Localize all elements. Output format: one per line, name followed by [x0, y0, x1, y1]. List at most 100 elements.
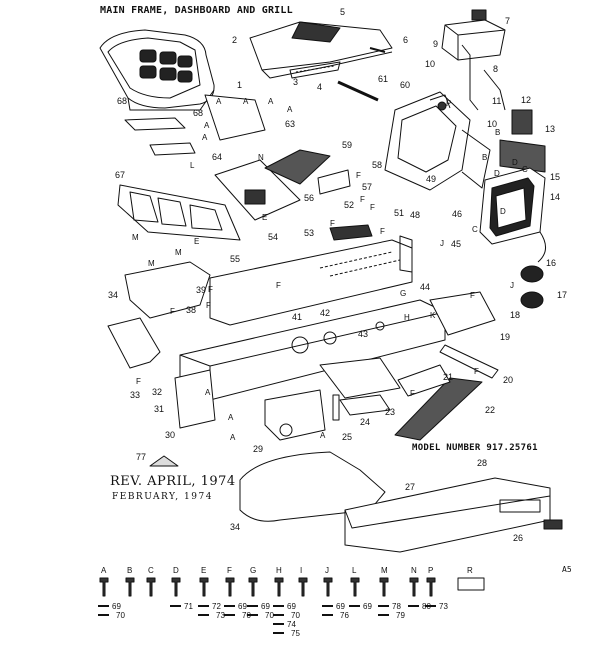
hardware-ref-N-80: 80 — [422, 602, 431, 611]
hardware-ref-E-72: 72 — [212, 602, 221, 611]
fuel-tank-drawing — [441, 9, 506, 111]
hardware-ref-M-79: 79 — [396, 611, 405, 620]
ref-letter-lG1: G — [400, 289, 406, 298]
callout-c6: 6 — [403, 35, 408, 45]
ref-letter-lP1: P — [446, 99, 451, 108]
ref-letter-lA1: A — [216, 97, 222, 106]
callout-c52: 52 — [344, 200, 354, 210]
callout-c63: 63 — [285, 119, 295, 129]
callout-c2: 2 — [232, 35, 237, 45]
callout-c12: 12 — [521, 95, 531, 105]
ref-letter-lJ1: J — [440, 239, 444, 248]
callout-c14: 14 — [550, 192, 560, 202]
callout-c61: 61 — [378, 74, 388, 84]
hardware-bolt-M — [379, 577, 389, 597]
callout-c44: 44 — [420, 282, 430, 292]
floor-plates-drawing — [117, 94, 301, 241]
ref-letter-lA2: A — [243, 97, 249, 106]
callout-c11: 11 — [492, 96, 501, 106]
callout-c7: 7 — [505, 16, 510, 26]
dashboard-panel-drawing — [384, 91, 491, 191]
callout-c30: 30 — [165, 430, 175, 440]
ref-letter-lA3: A — [268, 97, 274, 106]
callout-c57: 57 — [362, 182, 372, 192]
sheet-code: A5 — [562, 565, 572, 574]
hardware-ref-G-70: 70 — [265, 611, 274, 620]
callout-c34a: 34 — [108, 290, 118, 300]
hardware-letter-H: H — [276, 566, 282, 575]
hardware-letter-I: I — [300, 566, 302, 575]
callout-c38: 38 — [186, 305, 196, 315]
callout-c41: 41 — [292, 312, 302, 322]
callout-c68a: 68 — [117, 96, 127, 106]
ref-letter-lC1: C — [522, 165, 528, 174]
hardware-letter-B: B — [127, 566, 132, 575]
ref-letter-lF1: F — [356, 171, 361, 180]
hardware-ref-A-69: 69 — [112, 602, 121, 611]
ref-letter-lB2: B — [482, 153, 487, 162]
hardware-bolt-D — [171, 577, 181, 597]
callout-c58: 58 — [372, 160, 382, 170]
strap-20 — [439, 344, 499, 379]
hardware-bolt-N — [409, 577, 419, 597]
ref-letter-lA8: A — [228, 413, 234, 422]
ref-letter-lF8: F — [470, 291, 475, 300]
hardware-ref-P-73: 73 — [439, 602, 448, 611]
hardware-bolt-H — [274, 577, 284, 597]
hardware-clip-R — [457, 577, 485, 591]
ref-letter-lA5: A — [204, 121, 210, 130]
callout-c31: 31 — [154, 404, 164, 414]
hardware-bolt-G — [248, 577, 258, 597]
hardware-ref-D-71: 71 — [184, 602, 193, 611]
callout-c54: 54 — [268, 232, 278, 242]
hitch-plate-29 — [264, 389, 326, 441]
hardware-bolt-I — [298, 577, 308, 597]
hardware-bolt-B — [125, 577, 135, 597]
ref-letter-lF10: F — [410, 389, 415, 398]
hardware-letter-F: F — [227, 566, 232, 575]
callout-c32: 32 — [152, 387, 162, 397]
hardware-ref-H-75: 75 — [291, 629, 300, 638]
bracket-24 — [339, 394, 391, 416]
hardware-ref-F-70: 70 — [242, 611, 251, 620]
callout-c67: 67 — [115, 170, 125, 180]
callout-c16: 16 — [546, 258, 556, 268]
diagram-title: MAIN FRAME, DASHBOARD AND GRILL — [100, 5, 293, 16]
ref-letter-lA7: A — [205, 388, 211, 397]
hardware-bolt-C — [146, 577, 156, 597]
hardware-ref-J-69: 69 — [336, 602, 345, 611]
side-rail-drawing — [209, 224, 413, 326]
hardware-letter-P: P — [428, 566, 433, 575]
model-number-label: MODEL NUMBER 917.25761 — [412, 443, 538, 453]
hardware-ref-J-76: 76 — [340, 611, 349, 620]
ref-letter-lM1: M — [132, 233, 139, 242]
callout-c49: 49 — [426, 174, 436, 184]
callout-c53: 53 — [304, 228, 314, 238]
hardware-ref-G-69: 69 — [261, 602, 270, 611]
hardware-letter-R: R — [467, 566, 473, 575]
ref-letter-lF13: F — [170, 307, 175, 316]
side-plate-30 — [174, 369, 216, 429]
ref-letter-lF11: F — [206, 301, 211, 310]
ref-letter-lF5: F — [380, 227, 385, 236]
axle-support-19 — [429, 291, 496, 336]
callout-c10b: 10 — [487, 119, 497, 129]
seat-support-33 — [107, 317, 161, 369]
callout-c64: 64 — [212, 152, 222, 162]
ref-letter-lF9: F — [474, 367, 479, 376]
hardware-ref-H-70: 70 — [291, 611, 300, 620]
callout-c68b: 68 — [193, 108, 203, 118]
floor-mat-22 — [394, 377, 483, 441]
callout-c77: 77 — [136, 452, 146, 462]
grill-screens-drawing — [499, 109, 546, 173]
hardware-letter-A: A — [101, 566, 107, 575]
callout-c21: 21 — [443, 372, 453, 382]
fender-34-top — [124, 261, 211, 319]
callout-c28: 28 — [477, 458, 487, 468]
ref-letter-lC2: C — [472, 225, 478, 234]
callout-c19: 19 — [500, 332, 510, 342]
callout-c42: 42 — [320, 308, 330, 318]
